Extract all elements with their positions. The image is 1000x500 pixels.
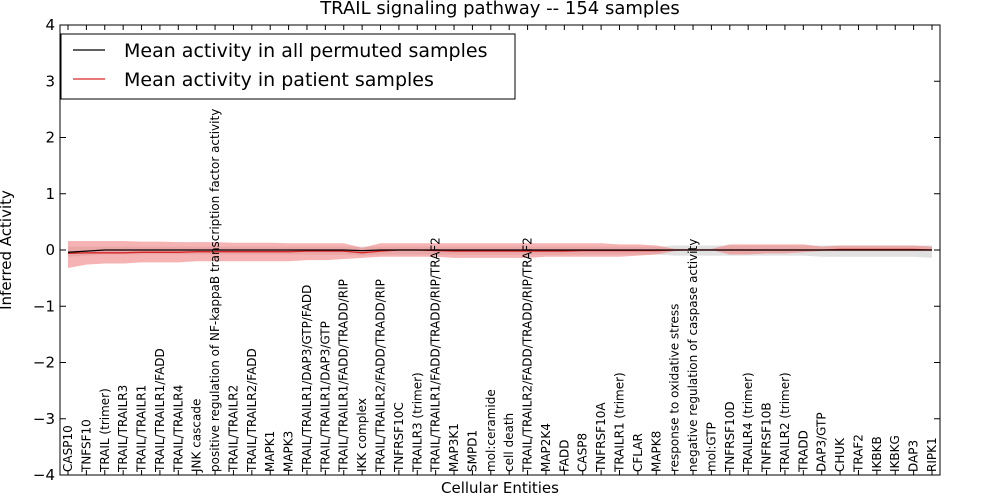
x-tick-label: TNFRSF10C	[392, 402, 406, 473]
y-tick-label: 3	[45, 72, 55, 90]
y-tick-label: 2	[45, 129, 55, 147]
x-tick-label: mol:GTP	[704, 422, 718, 472]
x-tick-label: RIPK1	[925, 437, 939, 472]
x-tick-label: MAP3K1	[447, 423, 461, 472]
x-tick-label: DAP3	[907, 440, 921, 472]
x-tick-label: TRAIL/TRAILR3	[116, 385, 130, 473]
x-tick-label: TNFRSF10A	[594, 402, 608, 473]
y-tick-label: 0	[45, 241, 55, 259]
line-series-0	[67, 249, 932, 253]
y-axis: −4 −3 −2 −1 0 1 2 3 4	[33, 16, 940, 484]
x-tick-label: IKBKB	[870, 436, 884, 472]
series-lines	[67, 248, 933, 255]
y-tick-label: −2	[33, 354, 55, 372]
x-tick-label: TRAIL/TRAILR1/FADD	[153, 348, 167, 473]
x-tick-label: TRADD	[796, 430, 810, 473]
x-tick-label: TRAILR1 (trimer)	[613, 372, 627, 473]
x-tick-label: MAPK3	[282, 431, 296, 472]
x-tick-label: TNFSF10	[79, 419, 93, 473]
x-tick-label: negative regulation of caspase activity	[686, 239, 700, 472]
x-tick-label: MAP2K4	[539, 423, 553, 472]
x-tick-label: CFLAR	[631, 433, 645, 472]
legend-frame	[60, 33, 516, 100]
x-tick-label: positive regulation of NF-kappaB transcr…	[208, 109, 222, 472]
y-tick-label: 4	[45, 16, 55, 34]
chart-title: TRAIL signaling pathway -- 154 samples	[319, 0, 680, 19]
x-tick-label: TRAILR2 (trimer)	[778, 372, 792, 473]
x-tick-label: TRAIL/TRAILR2/FADD	[245, 348, 259, 473]
y-tick-label: −1	[33, 297, 55, 315]
x-tick-label: TRAIL/TRAILR1/DAP3/GTP	[318, 321, 332, 473]
legend-label-series-1: Mean activity in patient samples	[124, 69, 434, 91]
x-tick-label: TRAIL/TRAILR1/FADD/TRADD/RIP	[337, 279, 351, 473]
x-tick-label: mol:ceramide	[484, 389, 498, 472]
x-tick-label: TRAIL/TRAILR2/FADD/TRADD/RIP/TRAF2	[521, 237, 535, 473]
x-tick-label: CASP10	[61, 425, 75, 472]
x-tick-label: TRAIL/TRAILR2	[226, 385, 240, 473]
x-tick-label: TNFRSF10B	[760, 402, 774, 473]
x-tick-label: TRAILR3 (trimer)	[410, 372, 424, 473]
x-tick-label: TRAIL/TRAILR1/FADD/TRADD/RIP/TRAF2	[429, 237, 443, 473]
y-tick-label: −4	[33, 466, 55, 484]
x-tick-label: response to oxidative stress	[668, 304, 682, 472]
x-tick-label: TRAIL/TRAILR1/DAP3/GTP/FADD	[300, 285, 314, 473]
x-tick-label: IKBKG	[888, 435, 902, 472]
x-tick-label: MAPK8	[649, 431, 663, 472]
x-tick-label: IKK complex	[355, 398, 369, 472]
x-axis-label: Cellular Entities	[441, 479, 559, 497]
x-tick-label: TRAIL (trimer)	[98, 388, 112, 473]
legend-label-series-0: Mean activity in all permuted samples	[124, 40, 487, 62]
x-tick-label: CASP8	[576, 433, 590, 472]
band-series-1	[68, 241, 932, 268]
x-tick-label: CHUK	[833, 437, 847, 472]
x-tick-label: MAPK1	[263, 431, 277, 472]
x-tick-label: TRAIL/TRAILR1	[135, 385, 149, 473]
x-tick-label: TRAIL/TRAILR4	[171, 385, 185, 473]
x-tick-label: TRAILR4 (trimer)	[741, 372, 755, 473]
legend: Mean activity in all permuted samples Me…	[60, 33, 516, 100]
x-axis: CASP10 TNFSF10 TRAIL (trimer) TRAIL/TRAILR3…	[61, 25, 939, 475]
x-tick-label: cell death	[502, 413, 516, 472]
y-tick-label: 1	[45, 185, 55, 203]
x-tick-label: JNK cascade	[190, 399, 204, 473]
y-axis-label: Inferred Activity	[0, 190, 15, 310]
x-tick-label: SMPD1	[465, 430, 479, 472]
x-tick-label: DAP3/GTP	[815, 412, 829, 472]
x-tick-label: TRAF2	[852, 434, 866, 473]
x-tick-label: FADD	[557, 440, 571, 473]
y-tick-label: −3	[33, 410, 55, 428]
x-tick-label: TNFRSF10D	[723, 401, 737, 473]
x-tick-label: TRAIL/TRAILR2/FADD/TRADD/RIP	[374, 279, 388, 473]
